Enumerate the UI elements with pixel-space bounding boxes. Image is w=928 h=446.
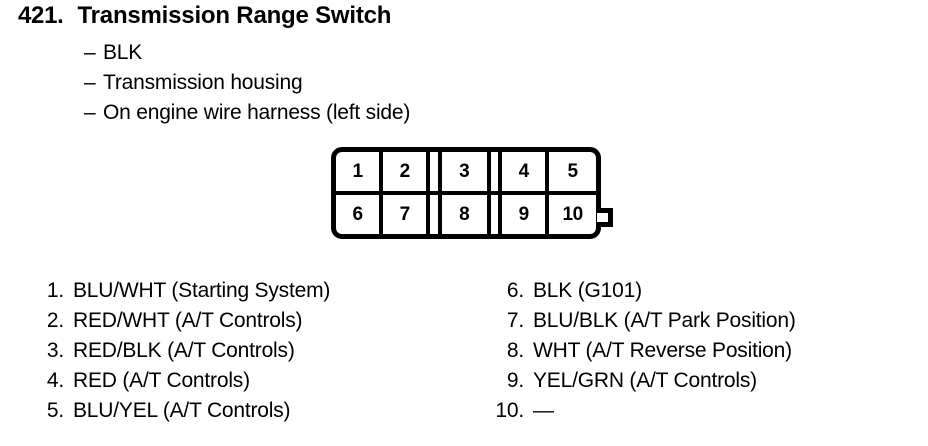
connector-pin-grid: 1 2 3 4 5 6 7 8 9 10: [336, 152, 596, 234]
component-number: 421.: [18, 2, 64, 29]
list-item: 10. —: [488, 396, 796, 426]
connector-row-top: 1 2 3 4 5: [336, 152, 596, 195]
pin-slot-blank-right: [490, 195, 503, 234]
list-item: 7. BLU/BLK (A/T Park Position): [488, 306, 796, 336]
list-item: 4. RED (A/T Controls): [28, 366, 330, 396]
dash-icon: –: [84, 71, 96, 94]
pin-description: BLU/WHT (Starting System): [73, 279, 331, 302]
pin-description: BLK (G101): [533, 279, 642, 302]
pin-number: 3.: [46, 339, 64, 362]
pin-legend-right: 6. BLK (G101) 7. BLU/BLK (A/T Park Posit…: [488, 276, 796, 426]
pin-number: 7.: [506, 309, 524, 332]
attribute-label: On engine wire harness (left side): [103, 101, 411, 124]
list-item: 2. RED/WHT (A/T Controls): [28, 306, 330, 336]
pin-cell-4: 4: [502, 152, 550, 191]
component-attribute-list: –BLK –Transmission housing –On engine wi…: [84, 38, 410, 128]
list-item: 6. BLK (G101): [488, 276, 796, 306]
page-title: 421. Transmission Range Switch: [18, 2, 391, 30]
attribute-label: BLK: [103, 41, 143, 64]
dash-icon: –: [84, 101, 96, 124]
pin-cell-3: 3: [442, 152, 491, 191]
list-item: 1. BLU/WHT (Starting System): [28, 276, 330, 306]
list-item: –Transmission housing: [84, 68, 410, 98]
pin-description: RED/WHT (A/T Controls): [73, 309, 303, 332]
pin-description: YEL/GRN (A/T Controls): [533, 369, 757, 392]
pin-slot-blank-left: [430, 152, 442, 191]
pin-description: WHT (A/T Reverse Position): [533, 339, 792, 362]
pin-slot-blank-right: [490, 152, 503, 191]
pin-description: BLU/YEL (A/T Controls): [73, 399, 291, 422]
connector-locking-tab: [597, 208, 613, 227]
connector-diagram: 1 2 3 4 5 6 7 8 9 10: [331, 147, 613, 239]
pin-description: RED (A/T Controls): [73, 369, 250, 392]
list-item: 8. WHT (A/T Reverse Position): [488, 336, 796, 366]
pin-number: 2.: [46, 309, 64, 332]
list-item: –On engine wire harness (left side): [84, 98, 410, 128]
pin-number: 6.: [506, 279, 524, 302]
attribute-label: Transmission housing: [103, 71, 303, 94]
pin-description: BLU/BLK (A/T Park Position): [533, 309, 796, 332]
pin-number: 5.: [46, 399, 64, 422]
pin-cell-8: 8: [442, 195, 491, 234]
connector-row-bottom: 6 7 8 9 10: [336, 195, 596, 234]
pin-cell-10: 10: [562, 203, 584, 225]
pin-cell-6: 6: [336, 195, 384, 234]
pin-number: 10.: [495, 399, 524, 422]
pin-number: 9.: [506, 369, 524, 392]
dash-icon: –: [84, 41, 96, 64]
list-item: 9. YEL/GRN (A/T Controls): [488, 366, 796, 396]
pin-number: 8.: [506, 339, 524, 362]
pin-description: —: [533, 399, 554, 422]
list-item: –BLK: [84, 38, 410, 68]
pin-cell-2: 2: [383, 152, 431, 191]
pin-number: 1.: [46, 279, 64, 302]
pin-cell-5: 5: [567, 160, 579, 182]
pin-cell-7: 7: [383, 195, 431, 234]
list-item: 5. BLU/YEL (A/T Controls): [28, 396, 330, 426]
pin-cell-1: 1: [336, 152, 384, 191]
pin-slot-blank-left: [430, 195, 442, 234]
pin-legend-left: 1. BLU/WHT (Starting System) 2. RED/WHT …: [28, 276, 330, 426]
pin-description: RED/BLK (A/T Controls): [73, 339, 295, 362]
list-item: 3. RED/BLK (A/T Controls): [28, 336, 330, 366]
pin-number: 4.: [46, 369, 64, 392]
pin-cell-9: 9: [502, 195, 550, 234]
component-title: Transmission Range Switch: [77, 2, 392, 29]
